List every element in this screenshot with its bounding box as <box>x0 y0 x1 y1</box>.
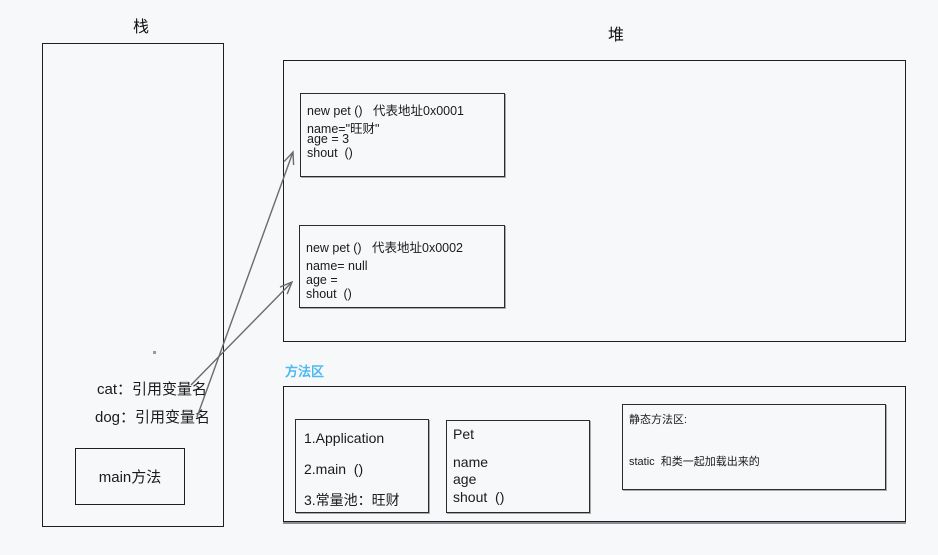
application-box: 1.Application 2.main () 3.常量池：旺财 <box>295 419 429 513</box>
pet-class-field-age: age <box>453 471 477 487</box>
method-area-title: 方法区 <box>285 364 325 379</box>
heap-object1-name: name="旺财" <box>307 122 380 136</box>
application-line3: 3.常量池：旺财 <box>304 492 400 508</box>
pet-class-box: Pet name age shout () <box>446 420 590 513</box>
heap-object1-method: shout () <box>307 146 353 160</box>
stack-title: 栈 <box>132 19 149 36</box>
application-line1: 1.Application <box>304 430 385 446</box>
heap-object2-method: shout () <box>306 287 352 301</box>
pet-class-field-name: name <box>453 454 489 470</box>
pet-class-method: shout () <box>453 489 505 505</box>
pet-class-title: Pet <box>453 426 475 442</box>
heap-object1-box: new pet () 代表地址0x0001 name="旺财" age = 3 … <box>300 93 505 177</box>
dog-reference-label: dog：引用变量名 <box>95 409 211 426</box>
main-method-label: main方法 <box>98 469 162 486</box>
heap-object2-name: name= null <box>306 259 368 273</box>
main-method-box: main方法 <box>75 448 185 505</box>
cat-reference-label: cat：引用变量名 <box>97 381 208 398</box>
stray-dot <box>153 351 156 354</box>
static-area-title: 静态方法区: <box>629 414 688 426</box>
heap-object1-header: new pet () 代表地址0x0001 <box>307 104 465 118</box>
heap-title: 堆 <box>607 27 624 44</box>
heap-object1-age: age = 3 <box>307 132 350 146</box>
method-area-box <box>283 386 906 522</box>
heap-object2-age: age = <box>306 273 338 287</box>
application-line2: 2.main () <box>304 461 364 477</box>
static-method-area-box: 静态方法区: static 和类一起加载出来的 <box>622 404 886 490</box>
heap-object2-header: new pet () 代表地址0x0002 <box>306 241 464 255</box>
heap-object2-box: new pet () 代表地址0x0002 name= null age = s… <box>299 225 505 308</box>
static-area-body: static 和类一起加载出来的 <box>629 456 760 468</box>
